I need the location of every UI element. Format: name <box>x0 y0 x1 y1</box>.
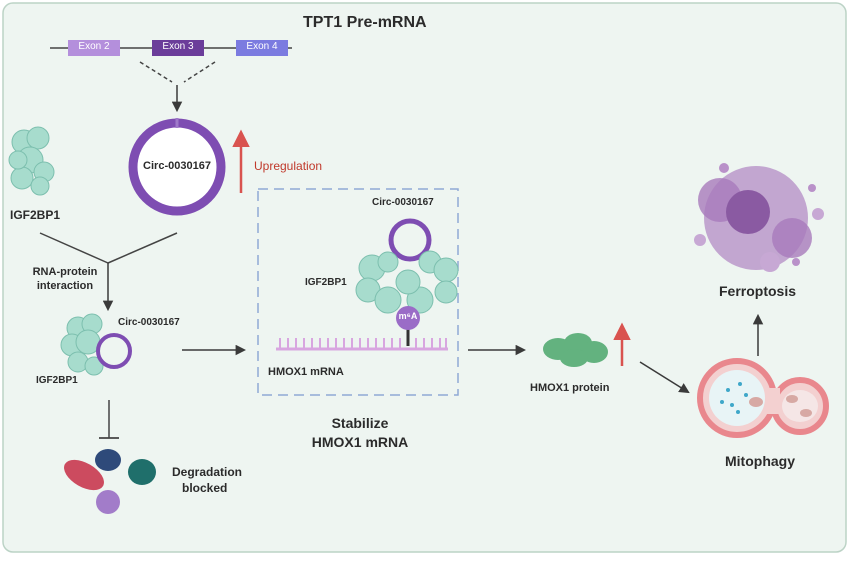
ferroptosis-label: Ferroptosis <box>719 283 797 299</box>
box-protein-icon <box>355 250 459 314</box>
interaction-label-2: interaction <box>36 280 94 292</box>
hmox1-protein-label: HMOX1 protein <box>530 382 610 394</box>
stabilize-label-1: Stabilize <box>331 415 389 431</box>
complex-circ-label: Circ-0030167 <box>118 317 180 328</box>
ferroptosis-cell-icon <box>694 163 824 272</box>
exon-2-label: Exon 2 <box>78 41 110 52</box>
m6a-label: m⁶A <box>398 311 418 321</box>
box-circ-ring <box>388 218 432 262</box>
circ-rna-label: Circ-0030167 <box>143 160 211 172</box>
exon-3-box <box>152 40 204 56</box>
complex-protein-icon <box>60 313 104 376</box>
exon-4-box <box>236 40 288 56</box>
exon-2-box <box>68 40 120 56</box>
degraded-protein-icon <box>64 449 156 514</box>
stabilization-box <box>257 188 459 396</box>
diagram-title: TPT1 Pre-mRNA <box>303 14 427 31</box>
degradation-label-2: blocked <box>182 481 228 495</box>
box-igf2bp1-label: IGF2BP1 <box>305 277 347 288</box>
complex-circ-ring <box>96 333 132 369</box>
exon-4-label: Exon 4 <box>246 41 278 52</box>
complex-igf2bp1-label: IGF2BP1 <box>36 375 78 386</box>
degradation-label-1: Degradation <box>172 465 243 479</box>
interaction-label-1: RNA-protein <box>32 266 98 278</box>
igf2bp1-label: IGF2BP1 <box>10 208 61 222</box>
hmox1-protein-icon <box>543 333 608 367</box>
stabilize-label-2: HMOX1 mRNA <box>311 434 409 450</box>
pre-mrna-gene <box>50 40 292 113</box>
igf2bp1-protein-icon <box>8 126 55 196</box>
hmox1-mrna-label: HMOX1 mRNA <box>268 366 344 378</box>
hmox1-mrna-strand <box>276 338 448 351</box>
exon-3-label: Exon 3 <box>162 41 194 52</box>
arrow-to-mitophagy <box>639 361 690 394</box>
m6a-marker <box>396 306 420 330</box>
box-circ-label: Circ-0030167 <box>372 197 434 208</box>
mitophagy-label: Mitophagy <box>725 453 795 469</box>
mitophagy-icon <box>697 358 829 438</box>
upregulation-label: Upregulation <box>254 159 323 173</box>
